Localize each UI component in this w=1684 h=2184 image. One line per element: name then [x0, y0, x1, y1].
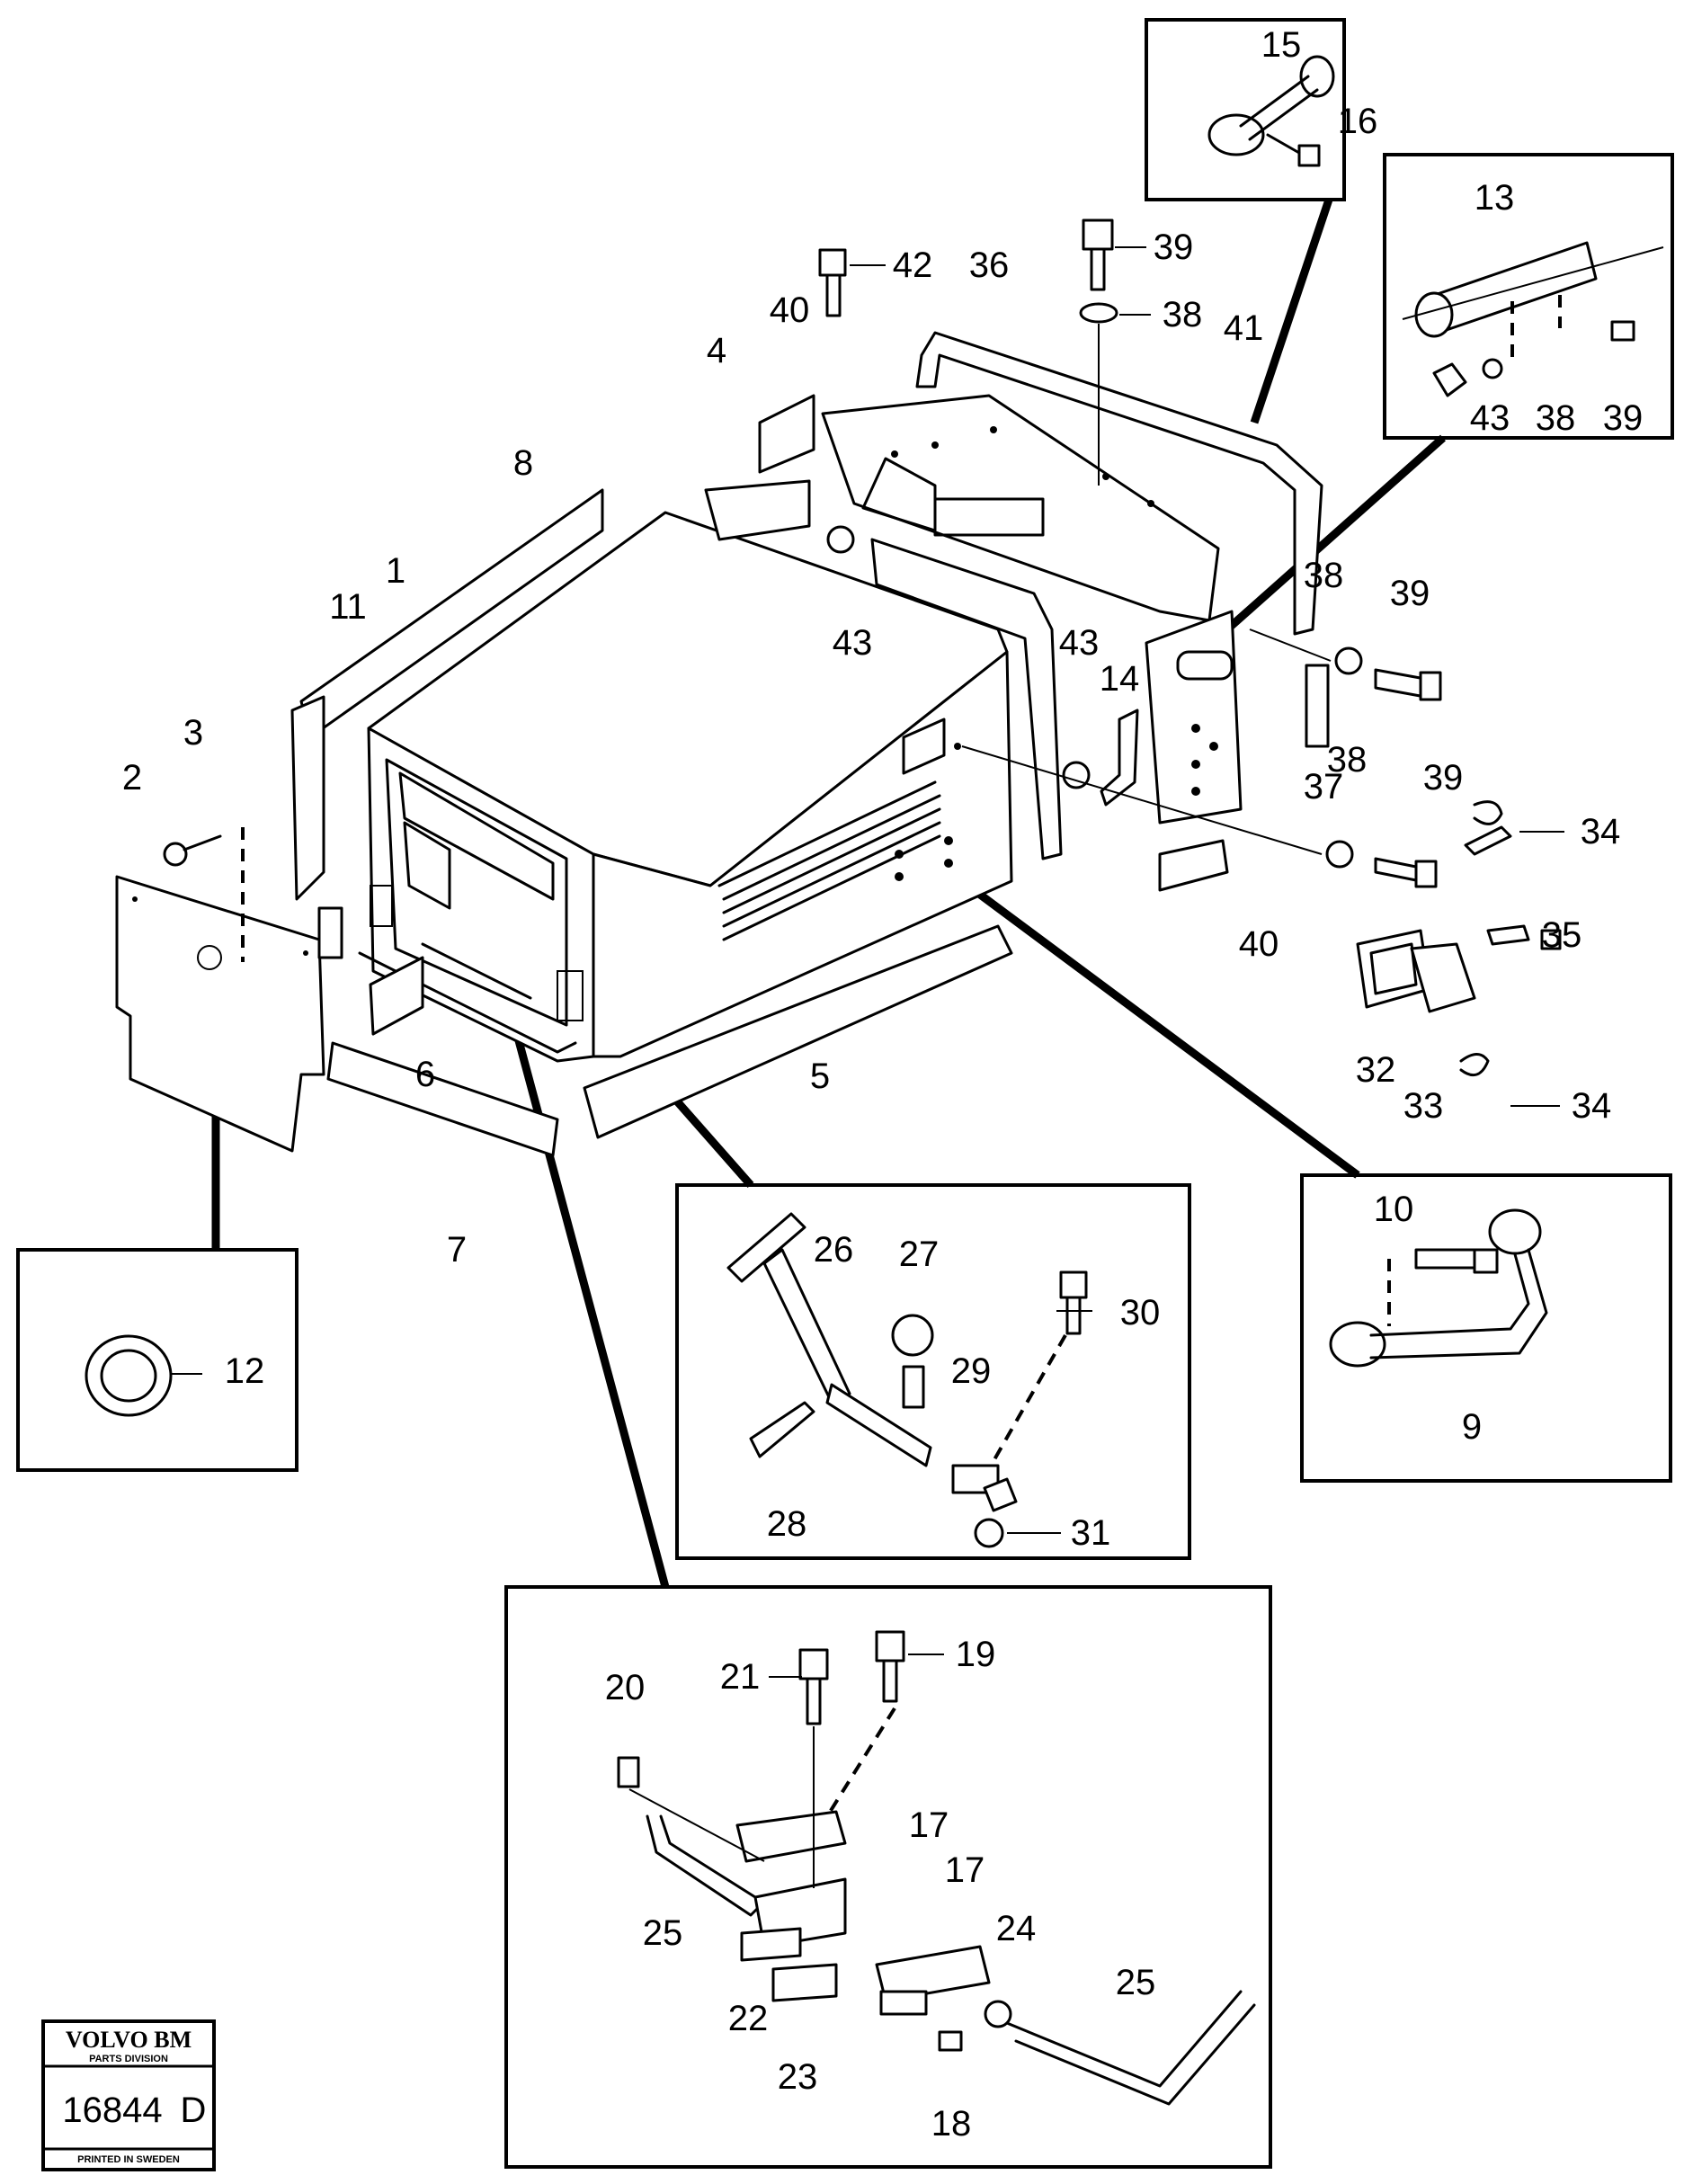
detail-box-lever-26-31 — [675, 1183, 1191, 1560]
callout-35: 35 — [1542, 915, 1582, 955]
bolt-part-42 — [818, 248, 847, 317]
callout-31: 31 — [1071, 1513, 1111, 1553]
callout-43b: 43 — [1059, 623, 1100, 663]
callout-13: 13 — [1475, 178, 1515, 218]
latch-group-32-35 — [1356, 800, 1562, 1077]
callout-27: 27 — [899, 1235, 940, 1274]
callout-37: 37 — [1304, 767, 1344, 807]
callout-15: 15 — [1261, 25, 1302, 65]
callout-40b: 40 — [1239, 924, 1279, 964]
detail-box-handle-15-16 — [1145, 18, 1346, 201]
detail-box-washer-12 — [16, 1248, 298, 1472]
strip-part-7 — [326, 1041, 559, 1157]
handle-part-9 — [1329, 1208, 1548, 1368]
stamp-division: PARTS DIVISION — [89, 2054, 168, 2064]
callout-10: 10 — [1374, 1190, 1414, 1229]
callout-29: 29 — [951, 1351, 992, 1391]
callout-14: 14 — [1100, 659, 1140, 699]
callout-38b: 38 — [1536, 398, 1576, 438]
front-panel-part-2 — [115, 875, 325, 1153]
callout-39d: 39 — [1423, 758, 1464, 798]
bolt-part-39-top — [1082, 218, 1114, 291]
detail-box-latch-17-25 — [504, 1585, 1272, 2169]
stamp-suffix: D — [181, 2090, 207, 2130]
callout-42: 42 — [893, 245, 933, 285]
callout-22: 22 — [728, 1999, 769, 2038]
callout-38a: 38 — [1163, 295, 1203, 334]
pad-part-40-bottom — [1158, 839, 1229, 892]
detail-box-bracket-13 — [1383, 153, 1674, 440]
callout-43a: 43 — [833, 623, 873, 663]
callout-41: 41 — [1224, 308, 1264, 348]
callout-4: 4 — [707, 331, 726, 370]
callout-23: 23 — [778, 2057, 818, 2097]
callout-labels: 1 2 3 4 5 6 7 8 9 10 11 12 13 14 15 16 1… — [122, 25, 1643, 2144]
callout-25a: 25 — [643, 1913, 683, 1953]
callout-19: 19 — [956, 1635, 996, 1674]
callout-20: 20 — [605, 1668, 646, 1707]
washer-part-12 — [85, 1334, 173, 1417]
tube-part-13 — [1402, 241, 1664, 397]
stamp-brand: VOLVO BM — [66, 2027, 192, 2053]
pad-part-40-top — [758, 394, 815, 474]
strip-part-6 — [369, 956, 424, 1036]
callout-5: 5 — [810, 1056, 830, 1096]
callout-43c: 43 — [1470, 398, 1510, 438]
callout-25b: 25 — [1116, 1963, 1156, 2002]
callout-30: 30 — [1120, 1293, 1161, 1333]
clip-part-11 — [317, 906, 343, 959]
rear-seal-part-4 — [704, 479, 1063, 860]
detail-box-handle-9-10 — [1300, 1173, 1672, 1483]
callout-1: 1 — [386, 551, 405, 591]
callout-38c: 38 — [1304, 556, 1344, 595]
ring-part-43 — [1062, 761, 1091, 789]
callout-3: 3 — [183, 713, 203, 753]
callout-38d: 38 — [1327, 740, 1368, 780]
callout-24: 24 — [996, 1909, 1037, 1948]
left-corner-strip — [290, 695, 325, 901]
side-plate-part-37 — [1145, 610, 1243, 825]
callout-12: 12 — [225, 1351, 265, 1391]
callout-32: 32 — [1356, 1050, 1396, 1090]
callout-18: 18 — [931, 2104, 972, 2144]
callout-39c: 39 — [1390, 574, 1430, 613]
callout-16: 16 — [1338, 102, 1378, 141]
volvo-bm-stamp: VOLVO BM PARTS DIVISION 16844 D PRINTED … — [41, 2019, 216, 2171]
small-strip-right — [1305, 664, 1330, 748]
latch-part-17-25 — [617, 1630, 1256, 2106]
lever-part-26 — [726, 1212, 1088, 1548]
stamp-number: 16844 — [62, 2090, 162, 2130]
callout-7: 7 — [447, 1230, 467, 1270]
callout-40a: 40 — [770, 290, 810, 330]
cab-body-part — [358, 511, 1013, 1063]
callout-11: 11 — [329, 587, 367, 627]
callout-34b: 34 — [1572, 1086, 1612, 1126]
callout-9: 9 — [1462, 1407, 1482, 1447]
callout-39a: 39 — [1154, 227, 1194, 267]
screw-part-3 — [163, 834, 222, 867]
stamp-printed: PRINTED IN SWEDEN — [77, 2154, 180, 2165]
callout-21: 21 — [720, 1657, 761, 1697]
washer-part-38-top — [1079, 302, 1118, 324]
side-rail-part-5 — [583, 924, 1013, 1139]
callout-26: 26 — [814, 1230, 854, 1270]
callout-leaders — [171, 246, 1564, 1678]
callout-34a: 34 — [1581, 812, 1621, 851]
callout-39b: 39 — [1603, 398, 1644, 438]
callout-33: 33 — [1403, 1086, 1444, 1126]
bracket-part-14 — [1100, 709, 1139, 807]
top-seal-part-41 — [915, 331, 1323, 636]
callout-17b: 17 — [945, 1850, 985, 1890]
callout-36: 36 — [969, 245, 1010, 285]
handle-part-15 — [1207, 55, 1335, 167]
callout-17a: 17 — [909, 1805, 949, 1845]
callout-6: 6 — [415, 1055, 435, 1094]
callout-8: 8 — [513, 443, 533, 483]
callout-2: 2 — [122, 758, 142, 798]
callout-28: 28 — [767, 1504, 807, 1544]
